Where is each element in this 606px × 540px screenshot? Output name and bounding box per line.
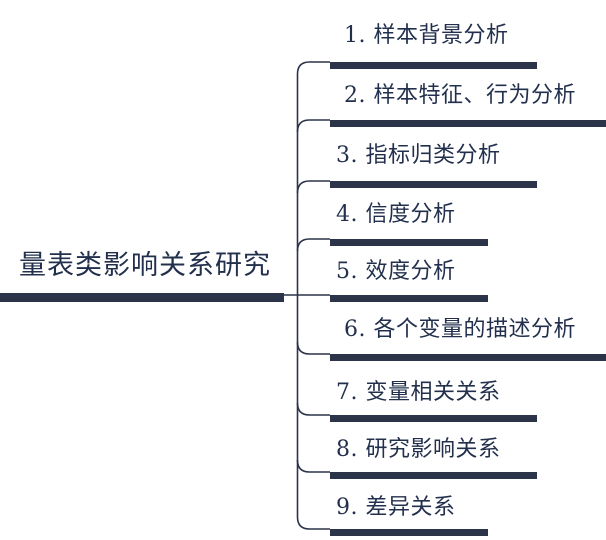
branch-label-4: 4. 信度分析 xyxy=(336,202,456,227)
root-underline xyxy=(0,293,284,302)
branch-label-7: 7. 变量相关关系 xyxy=(336,380,501,405)
elbow-branch-9 xyxy=(296,516,330,530)
elbow-branch-6 xyxy=(296,341,330,355)
branch-underline-8 xyxy=(330,472,537,479)
branch-label-6: 6. 各个变量的描述分析 xyxy=(344,317,576,342)
elbow-branch-4 xyxy=(296,238,330,252)
branch-underline-6 xyxy=(330,354,606,361)
elbow-branch-7 xyxy=(296,402,330,416)
root-node[interactable]: 量表类影响关系研究 xyxy=(0,243,290,302)
branch-underline-9 xyxy=(330,529,488,536)
branch-label-9: 9. 差异关系 xyxy=(336,495,456,520)
elbow-branch-1 xyxy=(296,61,330,75)
branch-underline-5 xyxy=(330,295,488,302)
branch-underline-3 xyxy=(330,181,537,188)
branch-label-5: 5. 效度分析 xyxy=(336,259,456,284)
branch-label-3: 3. 指标归类分析 xyxy=(336,143,501,168)
branch-underline-1 xyxy=(330,62,537,69)
elbow-branch-2 xyxy=(296,119,330,133)
branch-underline-7 xyxy=(330,415,537,422)
branch-underline-4 xyxy=(330,239,488,246)
branch-label-8: 8. 研究影响关系 xyxy=(336,437,501,462)
root-label: 量表类影响关系研究 xyxy=(19,250,271,281)
elbow-branch-8 xyxy=(296,459,330,473)
elbow-branch-3 xyxy=(296,180,330,194)
branch-label-2: 2. 样本特征、行为分析 xyxy=(344,83,576,108)
branch-label-1: 1. 样本背景分析 xyxy=(344,23,509,48)
branch-underline-2 xyxy=(330,120,606,127)
